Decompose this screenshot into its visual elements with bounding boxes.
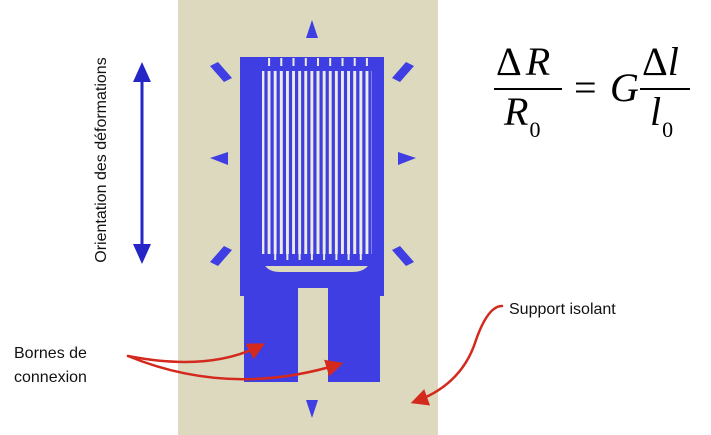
callout-arrow-right-terminal (126, 354, 344, 381)
terminals-label-line1: Bornes de (14, 345, 87, 362)
grid-filament (350, 64, 354, 260)
support-label: Support isolant (509, 301, 616, 318)
grid-loop-notch (310, 252, 313, 260)
indicator-top (306, 20, 318, 38)
grid-loop-notch (359, 252, 362, 260)
subscript-zero-2: 0 (662, 117, 674, 142)
grid-loop-notch (304, 58, 307, 66)
callout-arrows (126, 304, 504, 406)
grid-filament (270, 64, 274, 260)
grid-filament (362, 64, 366, 260)
grid-loop-notch (347, 252, 350, 260)
grid-filament (264, 64, 268, 260)
callout-arrow-left-terminal (126, 343, 266, 364)
fraction-bar-1 (494, 88, 562, 90)
indicator-bottom-right (392, 246, 414, 266)
grid-loop-notch (335, 252, 338, 260)
orientation-label: Orientation des déformations (91, 50, 135, 270)
indicator-bottom-left (210, 246, 232, 266)
indicator-top-left (210, 62, 232, 82)
grid-loop-notch (280, 58, 283, 66)
grid-loop-notch (329, 58, 332, 66)
indicator-top-right (392, 62, 414, 82)
orientation-label-text: Orientation des déformations (93, 57, 110, 263)
grid-filament (313, 64, 317, 260)
deformation-indicators (210, 20, 416, 418)
grid-filament (276, 64, 280, 260)
grid-loop-notch (268, 58, 271, 66)
formula-numerator-2: Δl (642, 40, 679, 84)
grid-filament (331, 64, 335, 260)
grid-filament (337, 64, 341, 260)
grid-filament (343, 64, 348, 260)
fraction-bar-2 (640, 88, 690, 90)
grid-filament (325, 64, 329, 260)
initial-resistance-variable: R (504, 89, 529, 134)
grid-loop-notch (286, 252, 289, 260)
grid-loop-notch (274, 252, 277, 260)
gauge-factor-symbol: G (610, 65, 639, 110)
callout-arrow-support (410, 304, 504, 406)
terminals-label-line2: connexion (14, 369, 87, 386)
right-terminal-pad (328, 275, 384, 382)
gauge-grid-frame (240, 57, 384, 296)
grid-filament (307, 64, 311, 260)
grid-filament (282, 64, 286, 260)
equals-sign: = (574, 65, 597, 110)
deformation-orientation-arrow (133, 62, 151, 264)
grid-loop-notch (298, 252, 301, 260)
grid-filament (295, 64, 299, 260)
subscript-zero-1: 0 (529, 117, 541, 142)
length-variable: l (667, 39, 679, 84)
grid-loop-notch (365, 58, 368, 66)
grid-loop-notch (323, 252, 326, 260)
indicator-left (210, 152, 228, 165)
formula-denominator-2: l0 (650, 89, 674, 143)
grid-loop-notch (317, 58, 319, 66)
grid-loop-notch (353, 58, 356, 66)
resistance-variable: R (525, 39, 551, 84)
delta-symbol: Δ (496, 39, 522, 84)
grid-filament (368, 64, 372, 260)
grid-filament (319, 64, 323, 260)
grid-loop-notch (292, 58, 295, 66)
initial-length-variable: l (650, 89, 662, 134)
formula-denominator-1: R0 (504, 89, 541, 143)
delta-symbol-2: Δ (642, 39, 668, 84)
serpentine-grid (262, 58, 372, 260)
grid-filament (301, 64, 305, 260)
grid-background (262, 71, 372, 254)
grid-filament (356, 64, 360, 260)
indicator-right (398, 152, 416, 165)
grid-filament (288, 64, 293, 260)
grid-loop-notch (341, 58, 344, 66)
indicator-bottom (306, 400, 318, 418)
